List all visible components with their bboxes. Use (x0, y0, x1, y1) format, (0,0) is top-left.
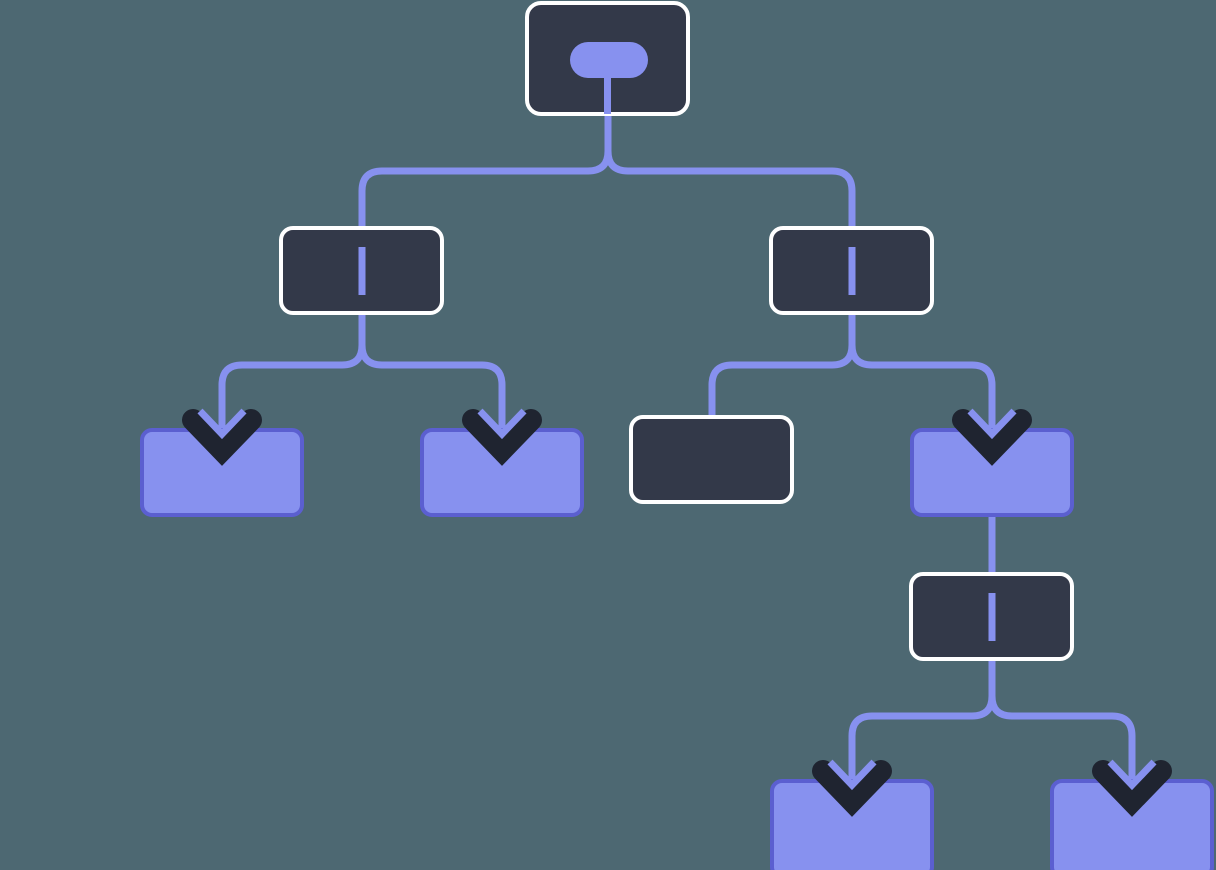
connector-right-to-purpleleaf (848, 309, 996, 434)
connector-root-to-right (604, 110, 856, 232)
connector-layer (218, 110, 1136, 785)
arrowhead-highlight-layer (197, 408, 1157, 791)
connector-left-to-leaf2 (358, 309, 506, 434)
node-root[interactable] (525, 1, 690, 116)
arrowhead-icon-leaf-bottom-1 (812, 760, 892, 817)
node-leaf-dark[interactable] (629, 415, 794, 504)
connector-root-to-left (358, 110, 612, 232)
arrowhead-icon-leaf-purple-2 (462, 409, 542, 466)
arrowhead-icon-leaf-purple-1 (182, 409, 262, 466)
node-root-pill-stem (604, 60, 611, 114)
arrowhead-icon-leaf-purple-3 (952, 409, 1032, 466)
arrowhead-layer (182, 409, 1172, 817)
connector-right-to-darkleaf (708, 309, 856, 421)
passthrough-line-overlay (358, 247, 856, 295)
arrowhead-highlight-leaf-purple-3 (967, 408, 1017, 440)
connector-dark-to-bottomleaf2 (988, 655, 1136, 785)
node-leaf-dark-box[interactable] (629, 415, 794, 504)
arrowhead-icon-leaf-bottom-2 (1092, 760, 1172, 817)
arrowhead-highlight-leaf-purple-2 (477, 408, 527, 440)
arrowhead-highlight-leaf-purple-1 (197, 408, 247, 440)
arrowhead-highlight-leaf-bottom-1 (827, 759, 877, 791)
arrowhead-highlight-leaf-bottom-2 (1107, 759, 1157, 791)
